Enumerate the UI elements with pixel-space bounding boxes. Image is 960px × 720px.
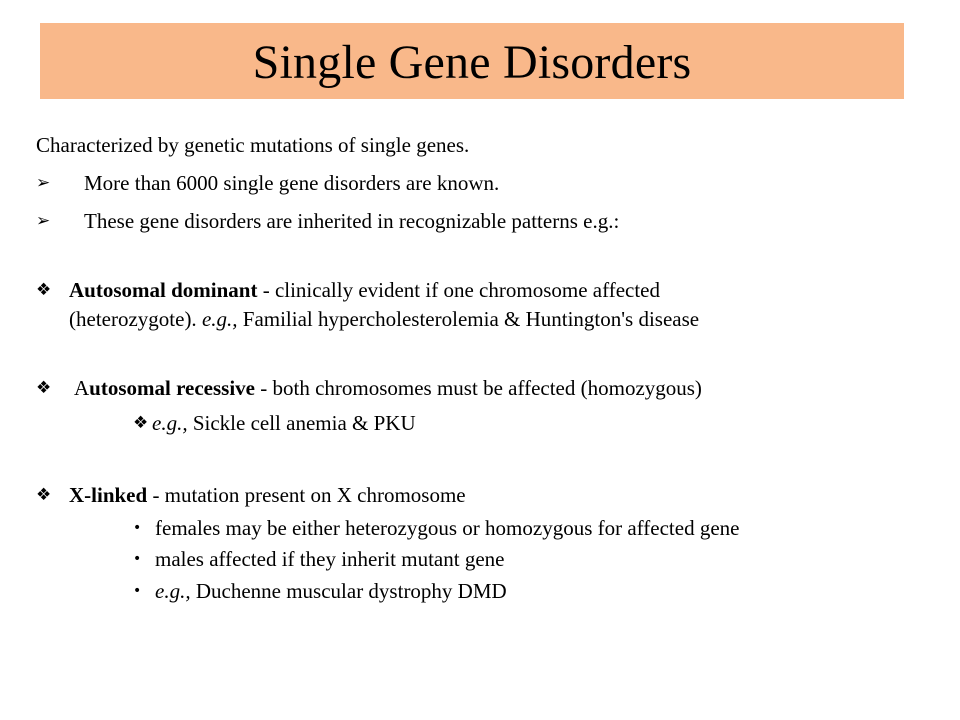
x-linked-text: - mutation present on X chromosome <box>147 483 466 507</box>
x-linked-example: Duchenne muscular dystrophy DMD <box>190 579 507 603</box>
autosomal-recessive-examples: Sickle cell anemia & PKU <box>187 411 416 435</box>
x-linked-term: X-linked <box>69 483 148 507</box>
autosomal-dominant-text: - clinically evident if one chromosome a… <box>257 278 660 302</box>
diamond-bullet-icon: ❖ <box>36 280 52 300</box>
arrow-point-2: These gene disorders are inherited in re… <box>84 209 620 233</box>
autosomal-dominant-line2: (heterozygote). e.g., Familial hyperchol… <box>69 306 699 332</box>
dot-bullet-icon: • <box>133 551 142 567</box>
slide-title: Single Gene Disorders <box>252 36 692 89</box>
intro-text: Characterized by genetic mutations of si… <box>36 133 470 157</box>
eg-label: e.g., <box>152 411 188 435</box>
arrow-point-1: More than 6000 single gene disorders are… <box>84 171 500 195</box>
autosomal-recessive-term: utosomal recessive <box>89 376 255 400</box>
autosomal-recessive-initial: A <box>74 376 90 400</box>
autosomal-dominant-line1: Autosomal dominant - clinically evident … <box>69 277 660 303</box>
eg-label: e.g., <box>155 579 191 603</box>
dot-bullet-icon: • <box>133 520 142 536</box>
autosomal-recessive-line: Autosomal recessive - both chromosomes m… <box>74 375 702 401</box>
autosomal-dominant-term: Autosomal dominant <box>69 278 258 302</box>
x-linked-bullet-1: females may be either heterozygous or ho… <box>155 516 740 540</box>
dot-bullet-icon: • <box>133 583 142 599</box>
x-linked-bullet-2: males affected if they inherit mutant ge… <box>155 547 505 571</box>
autosomal-recessive-text: - both chromosomes must be affected (hom… <box>255 376 702 400</box>
eg-label: e.g., <box>201 307 238 331</box>
diamond-bullet-icon: ❖ <box>36 485 52 505</box>
x-linked-line: X-linked - mutation present on X chromos… <box>69 482 466 508</box>
autosomal-recessive-example: e.g., Sickle cell anemia & PKU <box>152 410 416 436</box>
autosomal-dominant-prefix: (heterozygote). <box>69 307 202 331</box>
arrow-bullet-icon: ➢ <box>36 211 51 231</box>
title-banner: Single Gene Disorders <box>40 23 904 99</box>
diamond-bullet-icon: ❖ <box>36 378 52 398</box>
x-linked-bullet-3: e.g., Duchenne muscular dystrophy DMD <box>155 578 507 604</box>
autosomal-dominant-examples: Familial hypercholesterolemia & Huntingt… <box>237 307 700 331</box>
arrow-bullet-icon: ➢ <box>36 173 51 193</box>
diamond-bullet-icon: ❖ <box>133 413 149 433</box>
